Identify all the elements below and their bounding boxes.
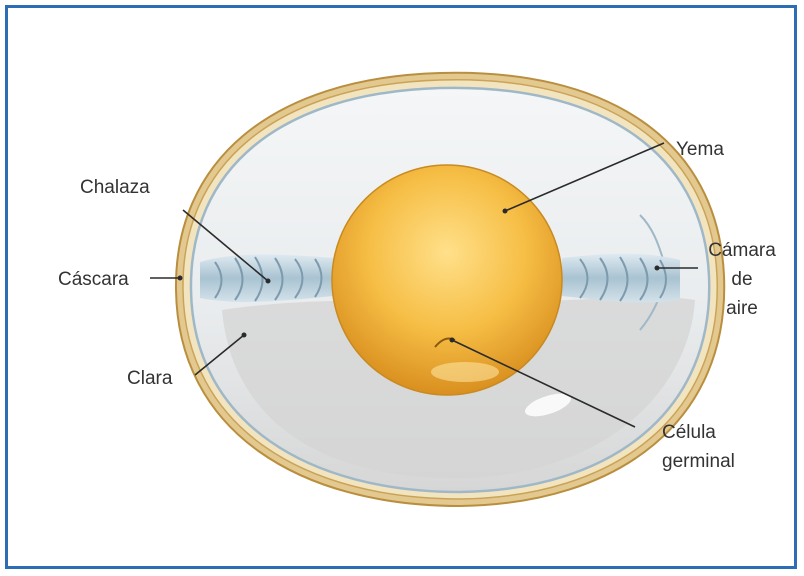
chalaza-left bbox=[200, 254, 334, 302]
label-chalaza: Chalaza bbox=[80, 177, 150, 198]
label-yolk: Yema bbox=[676, 139, 724, 160]
label-germinal-line1: Célula bbox=[662, 422, 716, 443]
yolk bbox=[332, 165, 562, 395]
label-air-cell-line3: aire bbox=[726, 298, 758, 319]
chalaza-right bbox=[562, 254, 680, 303]
label-air-cell-line1: Cámara bbox=[708, 240, 776, 261]
label-air-cell-line2: de bbox=[731, 269, 752, 290]
label-shell: Cáscara bbox=[58, 269, 129, 290]
label-white: Clara bbox=[127, 368, 173, 389]
label-germinal-line2: germinal bbox=[662, 451, 735, 472]
